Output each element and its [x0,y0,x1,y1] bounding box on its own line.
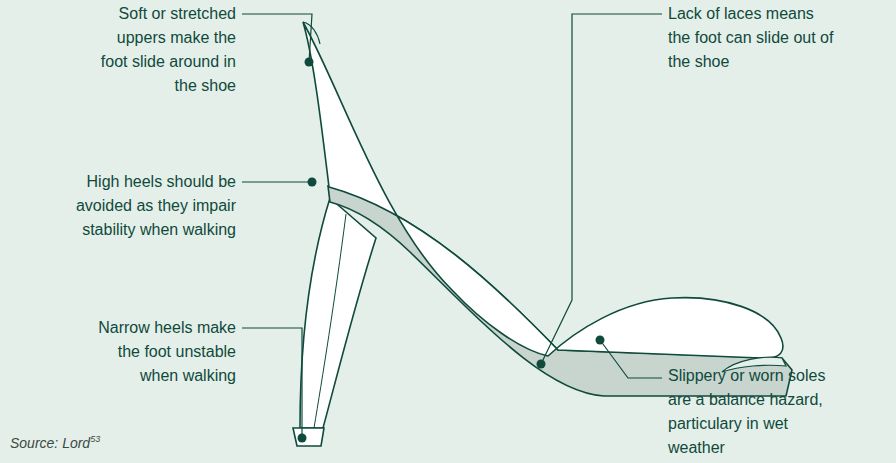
source-note: Source: Lord53 [10,434,100,451]
callout-text: Soft or stretched uppers make the foot s… [98,2,236,98]
leader-line [242,328,302,438]
callout-text: Lack of laces means the foot can slide o… [668,2,840,74]
callout-text: High heels should be avoided as they imp… [64,170,236,242]
reference-number: 53 [90,434,100,444]
heel-tip [293,428,324,446]
source-text: Source: Lord [10,435,90,451]
callout-dot [537,360,546,369]
callout-dot [596,336,605,345]
callout-dot [308,178,317,187]
leader-line [242,14,312,62]
callout-text: Slippery or worn soles are a balance haz… [668,364,844,460]
heel-edge [314,214,346,428]
leader-line [600,340,662,378]
upper [303,22,783,358]
callout-text: Narrow heels make the foot unstable when… [84,316,236,388]
leader-line [242,181,312,182]
heel [300,198,376,428]
callout-dot [305,58,314,67]
callout-dot [298,434,307,443]
leader-line [541,14,662,364]
